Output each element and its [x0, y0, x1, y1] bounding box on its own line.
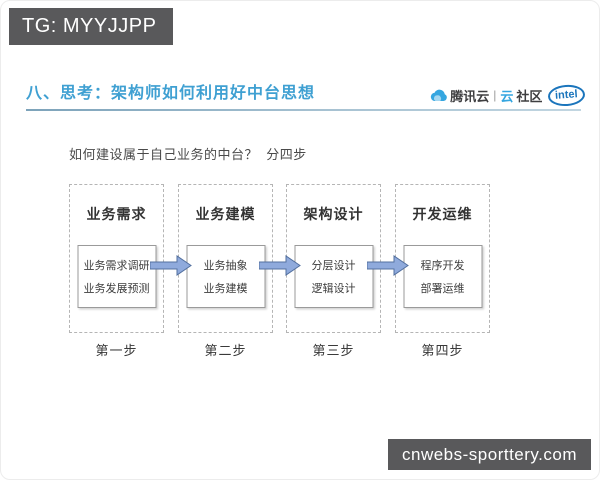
step-detail-item: 业务抽象	[203, 260, 248, 272]
flow-arrow-icon	[150, 255, 192, 276]
step-title: 架构设计	[303, 206, 364, 222]
tg-badge: TG: MYYJJPP	[9, 8, 173, 45]
intel-logo: intel	[547, 83, 586, 107]
flow-arrow-icon	[367, 255, 409, 276]
step-detail-item: 业务需求调研	[83, 260, 150, 272]
subtitle: 如何建设属于自己业务的中台？ 分四步	[69, 147, 307, 162]
tencent-cloud-label: 腾讯云	[450, 88, 490, 104]
step-detail-item: 业务发展预测	[83, 283, 150, 295]
cloud-icon	[429, 88, 447, 102]
step-detail-box: 业务抽象 业务建模	[186, 245, 265, 308]
step-detail-item: 程序开发	[420, 260, 465, 272]
cloud-glyph: 云	[500, 88, 514, 104]
step-box-2: 业务建模 业务抽象 业务建模	[178, 184, 273, 333]
title-divider	[26, 109, 581, 111]
step-detail-item: 业务建模	[203, 283, 248, 295]
flow-arrow-icon	[259, 255, 301, 276]
header-logos: 腾讯云 | 云 社区 intel	[429, 83, 586, 107]
step-label-3: 第三步	[312, 343, 355, 358]
step-detail-item: 分层设计	[311, 260, 356, 272]
step-title: 业务需求	[86, 206, 147, 222]
step-box-4: 开发运维 程序开发 部署运维	[395, 184, 490, 333]
step-detail-box: 业务需求调研 业务发展预测	[77, 245, 156, 308]
community-label: 社区	[516, 88, 543, 104]
watermark: cnwebs-sporttery.com	[387, 439, 591, 470]
tencent-cloud-logo: 腾讯云 | 云 社区	[429, 86, 542, 105]
step-label-1: 第一步	[95, 343, 138, 358]
step-label-4: 第四步	[421, 343, 464, 358]
page-title: 八、思考：架构师如何利用好中台思想	[26, 85, 316, 102]
logo-separator: |	[493, 88, 497, 102]
step-detail-box: 分层设计 逻辑设计	[294, 245, 373, 308]
step-title: 业务建模	[195, 206, 256, 222]
step-detail-item: 逻辑设计	[311, 283, 356, 295]
step-box-1: 业务需求 业务需求调研 业务发展预测	[69, 184, 164, 333]
step-detail-box: 程序开发 部署运维	[403, 245, 482, 308]
step-box-3: 架构设计 分层设计 逻辑设计	[286, 184, 381, 333]
step-detail-item: 部署运维	[420, 283, 465, 295]
step-title: 开发运维	[412, 206, 473, 222]
step-label-2: 第二步	[204, 343, 247, 358]
